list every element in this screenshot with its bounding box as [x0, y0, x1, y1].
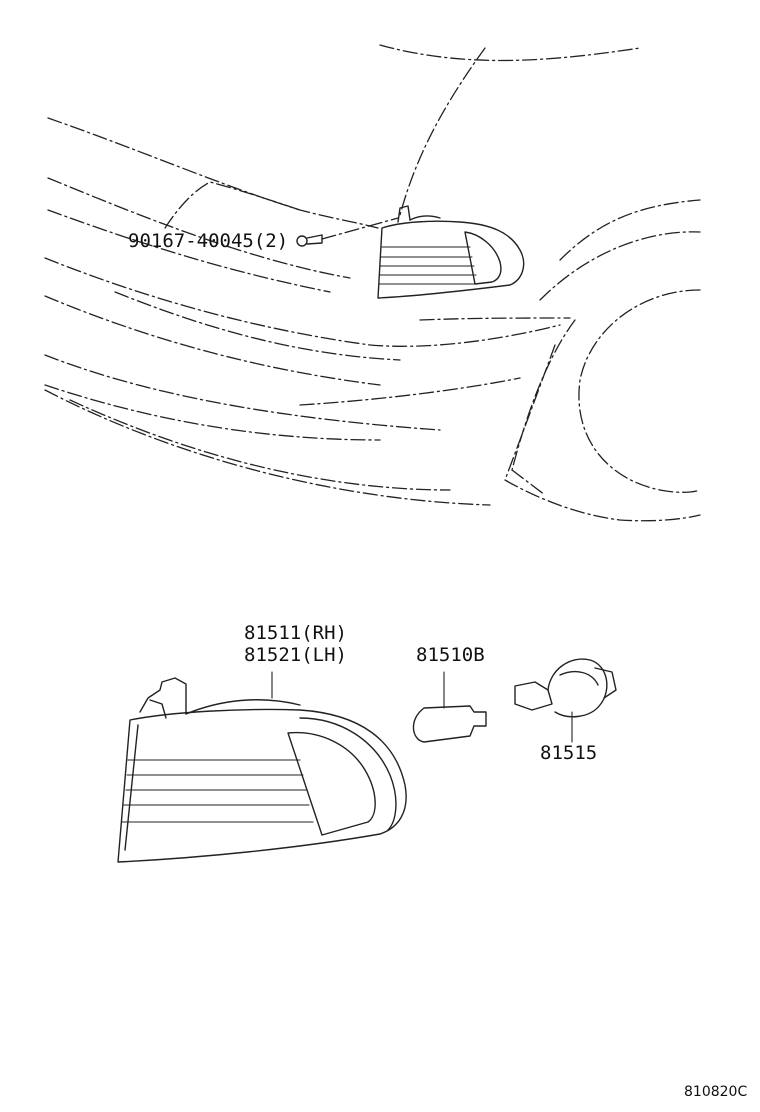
bolt-part-number: 90167-40045(2) — [128, 230, 289, 252]
lamp-large — [117, 671, 407, 863]
socket-part-number: 81515 — [540, 742, 598, 764]
car-body-outline — [44, 44, 701, 522]
lamp-rh-part-number: 81511(RH) — [244, 622, 347, 644]
lamp-installed — [377, 205, 525, 299]
socket-icon — [514, 658, 617, 743]
lamp-lh-part-number: 81521(LH) — [244, 644, 347, 666]
bulb-part-number: 81510B — [416, 644, 485, 666]
bulb-icon — [412, 671, 487, 743]
screw-icon — [296, 217, 399, 247]
illustration-code: 810820C — [684, 1084, 748, 1100]
